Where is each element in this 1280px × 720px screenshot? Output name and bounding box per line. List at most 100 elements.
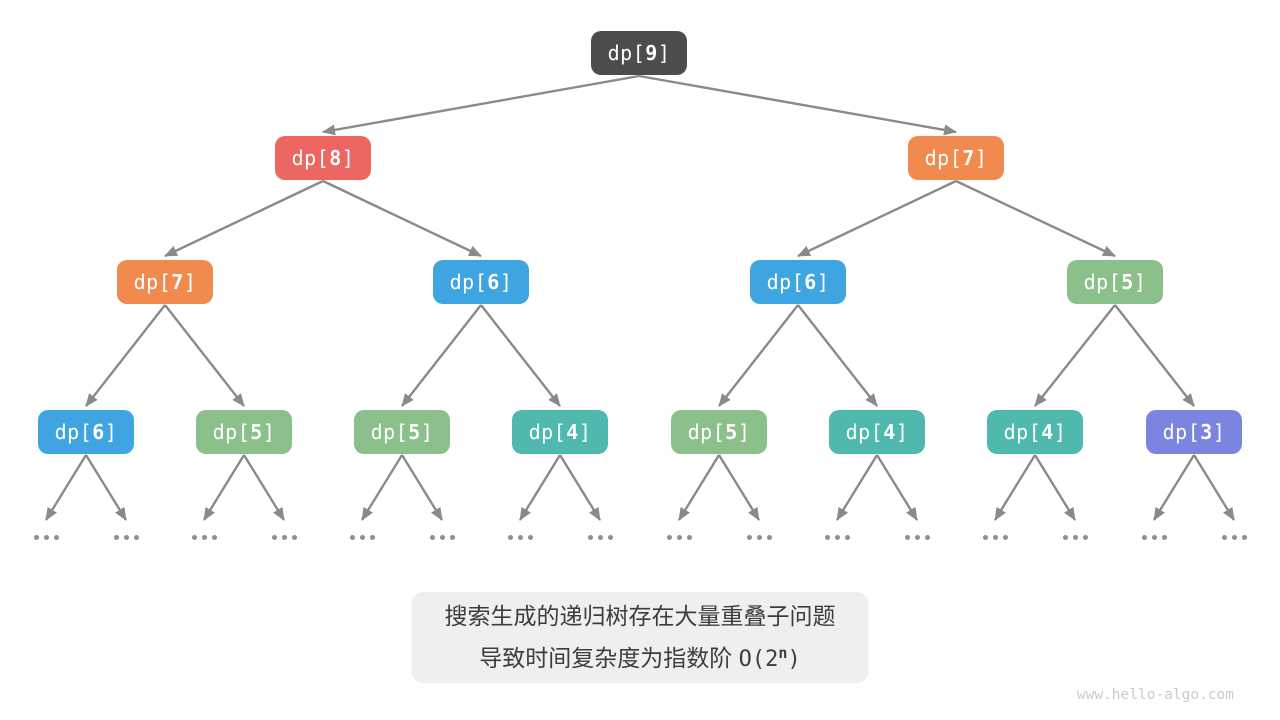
ellipsis-dot xyxy=(1072,534,1078,540)
caption-line-2-text: 导致时间复杂度为指数阶 xyxy=(479,644,739,671)
truncated-subtree-ellipsis xyxy=(191,534,217,540)
ellipsis-dot xyxy=(746,534,752,540)
tree-node-dp5: dp[5] xyxy=(196,410,292,454)
node-label-suffix: ] xyxy=(657,41,671,65)
tree-node-dp5: dp[5] xyxy=(354,410,450,454)
ellipsis-dot xyxy=(686,534,692,540)
ellipsis-dot xyxy=(271,534,277,540)
ellipsis-dot xyxy=(587,534,593,540)
truncated-subtree-ellipsis xyxy=(1062,534,1088,540)
ellipsis-dot xyxy=(1241,534,1247,540)
truncated-subtree-ellipsis xyxy=(1221,534,1247,540)
tree-edge xyxy=(1152,454,1196,521)
tree-node-dp6: dp[6] xyxy=(433,260,529,304)
ellipsis-dot xyxy=(33,534,39,540)
node-label-number: 6 xyxy=(804,270,817,294)
truncated-subtree-ellipsis xyxy=(271,534,297,540)
tree-edge xyxy=(835,454,879,521)
node-label-prefix: dp[ xyxy=(212,420,251,444)
ellipsis-dot xyxy=(201,534,207,540)
tree-edge xyxy=(44,454,88,521)
tree-edge xyxy=(84,454,128,521)
tree-edge xyxy=(797,179,957,258)
node-label-prefix: dp[ xyxy=(766,270,805,294)
ellipsis-dot xyxy=(982,534,988,540)
node-label-number: 5 xyxy=(250,420,263,444)
node-label-number: 6 xyxy=(487,270,500,294)
node-label-suffix: ] xyxy=(420,420,434,444)
ellipsis-dot xyxy=(133,534,139,540)
ellipsis-dot xyxy=(597,534,603,540)
tree-node-dp4: dp[4] xyxy=(829,410,925,454)
truncated-subtree-ellipsis xyxy=(507,534,533,540)
tree-edge xyxy=(717,454,761,521)
complexity-exponent: n xyxy=(778,643,788,662)
truncated-subtree-ellipsis xyxy=(429,534,455,540)
node-label-prefix: dp[ xyxy=(370,420,409,444)
node-label-prefix: dp[ xyxy=(845,420,884,444)
node-label-suffix: ] xyxy=(262,420,276,444)
node-label: dp[5] xyxy=(213,420,276,444)
ellipsis-dot xyxy=(666,534,672,540)
tree-edge xyxy=(400,454,444,521)
tree-node-dp4: dp[4] xyxy=(987,410,1083,454)
tree-edge xyxy=(164,304,245,407)
tree-edge xyxy=(360,454,404,521)
node-label-suffix: ] xyxy=(1133,270,1147,294)
ellipsis-dot xyxy=(53,534,59,540)
node-label-number: 9 xyxy=(645,41,658,65)
node-label: dp[5] xyxy=(1084,270,1147,294)
node-label: dp[8] xyxy=(292,146,355,170)
ellipsis-dot xyxy=(43,534,49,540)
tree-node-dp8: dp[8] xyxy=(275,136,371,180)
node-label-suffix: ] xyxy=(183,270,197,294)
node-label-suffix: ] xyxy=(816,270,830,294)
ellipsis-dot xyxy=(924,534,930,540)
tree-node-dp6: dp[6] xyxy=(38,410,134,454)
truncated-subtree-ellipsis xyxy=(904,534,930,540)
node-label: dp[4] xyxy=(529,420,592,444)
node-label-number: 4 xyxy=(566,420,579,444)
truncated-subtree-ellipsis xyxy=(587,534,613,540)
tree-node-dp7: dp[7] xyxy=(117,260,213,304)
tree-node-dp5: dp[5] xyxy=(671,410,767,454)
ellipsis-dot xyxy=(756,534,762,540)
node-label-suffix: ] xyxy=(499,270,513,294)
node-label-suffix: ] xyxy=(737,420,751,444)
node-label: dp[4] xyxy=(846,420,909,444)
ellipsis-dot xyxy=(123,534,129,540)
node-label-prefix: dp[ xyxy=(924,146,963,170)
node-label-prefix: dp[ xyxy=(1003,420,1042,444)
ellipsis-dot xyxy=(191,534,197,540)
ellipsis-dot xyxy=(1082,534,1088,540)
tree-edge xyxy=(875,454,919,521)
node-label-number: 7 xyxy=(171,270,184,294)
ellipsis-dot xyxy=(517,534,523,540)
tree-edge xyxy=(1114,304,1195,407)
node-label-suffix: ] xyxy=(895,420,909,444)
watermark: www.hello-algo.com xyxy=(1076,687,1234,703)
tree-node-dp9: dp[9] xyxy=(591,31,687,75)
ellipsis-dot xyxy=(914,534,920,540)
node-label: dp[4] xyxy=(1004,420,1067,444)
ellipsis-dot xyxy=(291,534,297,540)
truncated-subtree-ellipsis xyxy=(824,534,850,540)
ellipsis-dot xyxy=(439,534,445,540)
ellipsis-dot xyxy=(844,534,850,540)
node-label-prefix: dp[ xyxy=(1083,270,1122,294)
node-label: dp[6] xyxy=(55,420,118,444)
node-label-number: 5 xyxy=(725,420,738,444)
complexity-open: O(2 xyxy=(738,646,779,672)
node-label-prefix: dp[ xyxy=(54,420,93,444)
node-label-suffix: ] xyxy=(974,146,988,170)
ellipsis-dot xyxy=(281,534,287,540)
ellipsis-dot xyxy=(527,534,533,540)
ellipsis-dot xyxy=(349,534,355,540)
node-label-suffix: ] xyxy=(1053,420,1067,444)
node-label: dp[5] xyxy=(371,420,434,444)
truncated-subtree-ellipsis xyxy=(1141,534,1167,540)
node-label-number: 4 xyxy=(883,420,896,444)
node-label-number: 3 xyxy=(1200,420,1213,444)
node-label-number: 5 xyxy=(1121,270,1134,294)
